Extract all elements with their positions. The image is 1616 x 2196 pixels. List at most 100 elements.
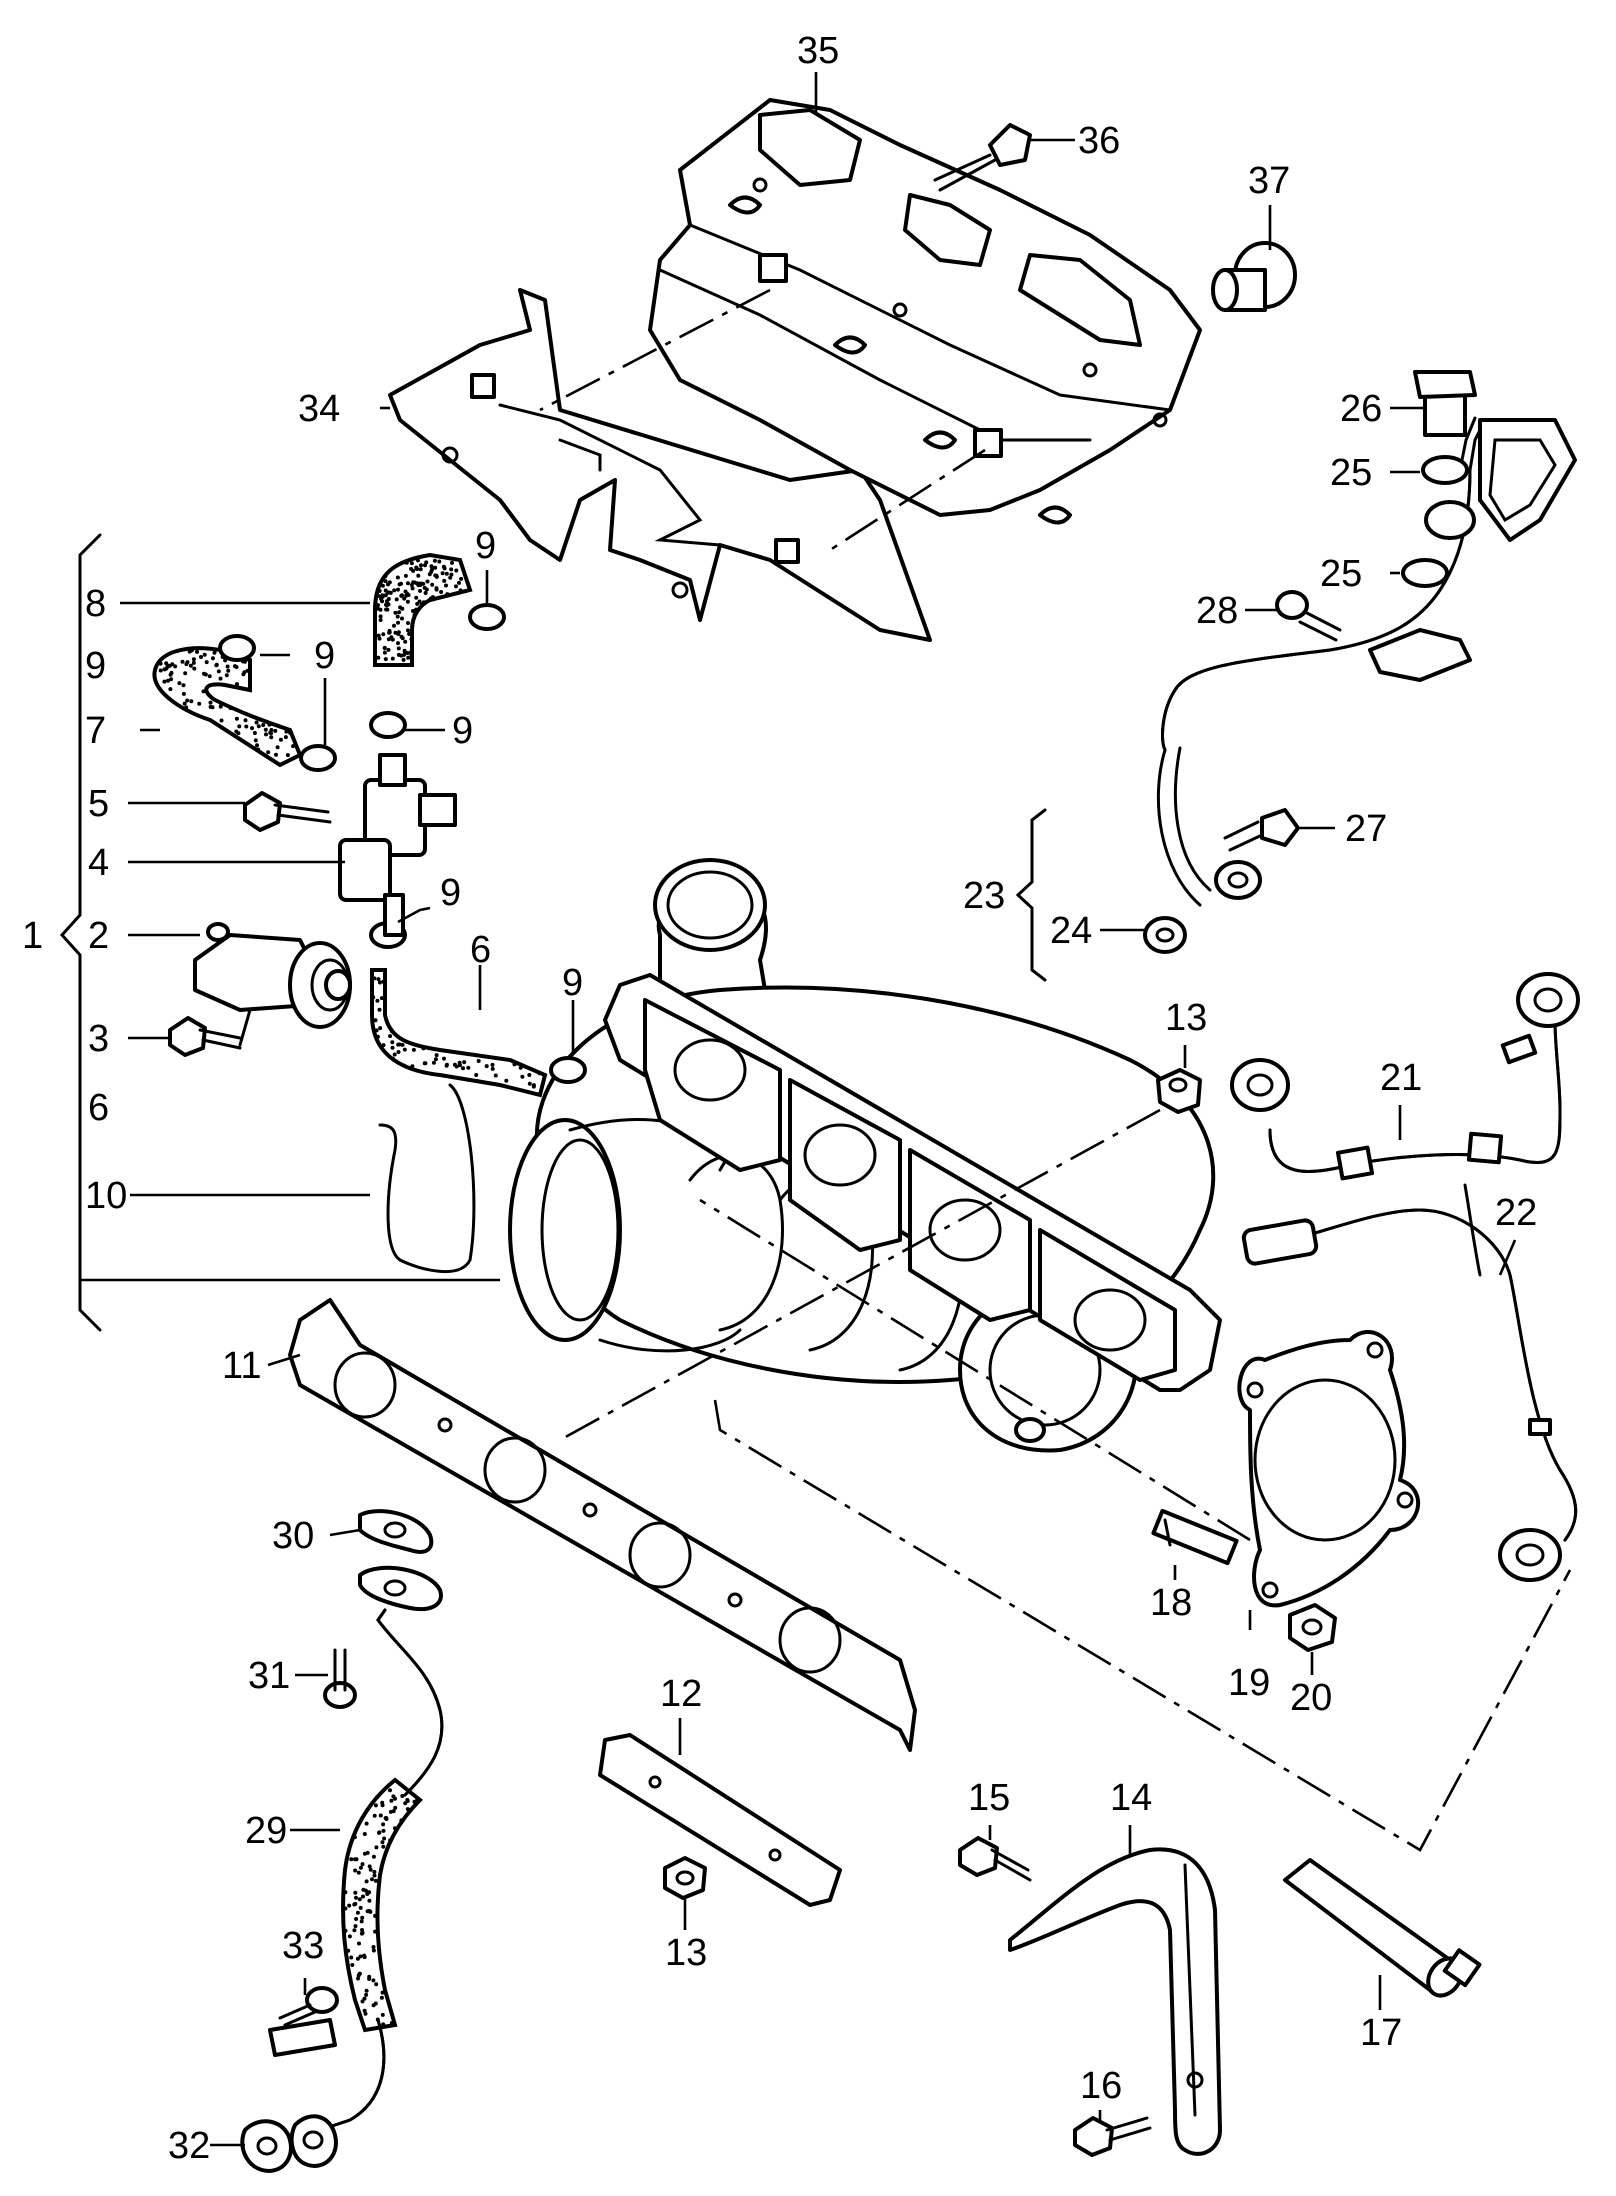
bolt-27 (1223, 808, 1300, 852)
hose-stipple-dot (349, 1955, 354, 1960)
callout-8: 8 (85, 583, 106, 625)
stud-18 (1151, 1508, 1239, 1566)
hose-stipple-dot (185, 698, 190, 703)
hose-stipple-dot (173, 664, 178, 669)
hose-stipple-dot (379, 996, 384, 1001)
hose-stipple-dot (409, 567, 414, 571)
hose-stipple-dot (444, 571, 449, 576)
hose-stipple-dot (365, 1892, 370, 1896)
hose-stipple-dot (364, 1879, 369, 1884)
hose-stipple-dot (356, 1870, 361, 1875)
hose-stipple-dot (442, 578, 447, 583)
hose-stipple-dot (352, 1835, 357, 1840)
hose-stipple-dot (409, 637, 414, 642)
hose-stipple-dot (362, 1832, 367, 1836)
hose-stipple-dot (394, 597, 399, 602)
hose-stipple-dot (263, 727, 268, 732)
hose-stipple-dot (188, 663, 193, 668)
hose-stipple-dot (417, 599, 422, 604)
hose-stipple-dot (202, 652, 207, 657)
hose-stipple-dot (386, 637, 391, 642)
hose-stipple-dot (185, 660, 190, 665)
banjo-fitting-24 (1143, 860, 1262, 954)
hose-stipple-dot (397, 610, 402, 615)
hose-stipple-dot (418, 567, 423, 572)
hose-stipple-dot (461, 1066, 465, 1071)
coolant-line-22 (1241, 1183, 1578, 1582)
hose-stipple-dot (393, 1805, 398, 1810)
hose-stipple-dot (433, 1057, 438, 1062)
hose-stipple-dot (444, 1062, 449, 1067)
hose-stipple-dot (158, 661, 163, 666)
callout-12: 12 (660, 1673, 702, 1715)
coolant-line-21 (1230, 972, 1580, 1181)
hose-stipple-dot (224, 673, 229, 678)
hose-stipple-dot (371, 1978, 376, 1983)
hose-stipple-dot (382, 650, 387, 655)
hose-stipple-dot (278, 737, 283, 742)
hose-stipple-dot (400, 593, 404, 598)
bolt-28 (1275, 590, 1342, 642)
hose-stipple-dot (177, 681, 182, 686)
callout-9-hose6: 9 (562, 962, 583, 1004)
hose-stipple-dot (476, 1059, 481, 1063)
hose-stipple-dot (352, 1928, 357, 1933)
pipe-29 (318, 1608, 444, 2132)
callout-13-upper: 13 (1165, 997, 1207, 1039)
hose-stipple-dot (372, 1869, 377, 1874)
hose-stipple-dot (457, 580, 461, 585)
hose-stipple-dot (343, 1928, 348, 1933)
hose-stipple-dot (375, 1924, 380, 1929)
hose-29 (341, 1777, 423, 2033)
hose-stipple-dot (387, 580, 392, 585)
hose-stipple-dot (358, 1905, 363, 1910)
hose-stipple-dot (422, 1061, 427, 1066)
hose-stipple-dot (371, 1854, 376, 1859)
callout-19: 19 (1228, 1662, 1270, 1704)
hose-stipple-dot (384, 602, 388, 607)
hose-stipple-dot (395, 614, 400, 619)
hose-stipple-dot (531, 1084, 536, 1089)
hose-stipple-dot (354, 1917, 359, 1921)
hose-stipple-dot (402, 1047, 407, 1052)
hose-stipple-dot (389, 1029, 394, 1034)
hose-stipple-dot (382, 1836, 387, 1841)
hose-stipple-dot (406, 581, 410, 586)
hose-stipple-dot (375, 1034, 380, 1039)
hose-stipple-dot (387, 590, 392, 595)
callout-25-lower: 25 (1320, 553, 1362, 595)
hose-stipple-dot (378, 1813, 383, 1818)
hose-stipple-dot (236, 731, 241, 736)
heat-shield-lower (388, 288, 932, 642)
hose-stipple-dot (442, 1056, 446, 1061)
hose-stipple-dot (374, 1845, 379, 1850)
hose-stipple-dot (168, 687, 173, 692)
callout-30: 30 (272, 1515, 314, 1557)
hose-stipple-dot (445, 592, 450, 597)
hose-stipple-dot (449, 572, 454, 577)
hose-stipple-dot (414, 607, 419, 612)
hose-stipple-dot (371, 1945, 376, 1949)
hose-stipple-dot (406, 655, 411, 660)
hose-stipple-dot (430, 595, 435, 600)
hose-stipple-dot (504, 1078, 509, 1083)
hose-stipple-dot (228, 706, 233, 711)
hose-stipple-dot (380, 1990, 385, 1995)
hose-stipple-dot (406, 621, 410, 625)
hose-stipple-dot (412, 580, 417, 585)
alignment-line (559, 1108, 1161, 1442)
hose-stipple-dot (454, 584, 458, 589)
hose-stipple-dot (212, 650, 217, 655)
hose-stipple-dot (439, 590, 444, 594)
hose-stipple-dot (457, 1060, 462, 1065)
hose-stipple-dot (242, 670, 247, 675)
hose-stipple-dot (360, 1862, 365, 1867)
hose-stipple-dot (256, 747, 261, 752)
callout-36: 36 (1078, 120, 1120, 162)
hose-stipple-dot (373, 1878, 378, 1883)
hose-stipple-dot (354, 1895, 358, 1900)
callout-15: 15 (968, 1777, 1010, 1819)
hose-stipple-dot (360, 1928, 364, 1932)
callout-4: 4 (88, 842, 109, 884)
